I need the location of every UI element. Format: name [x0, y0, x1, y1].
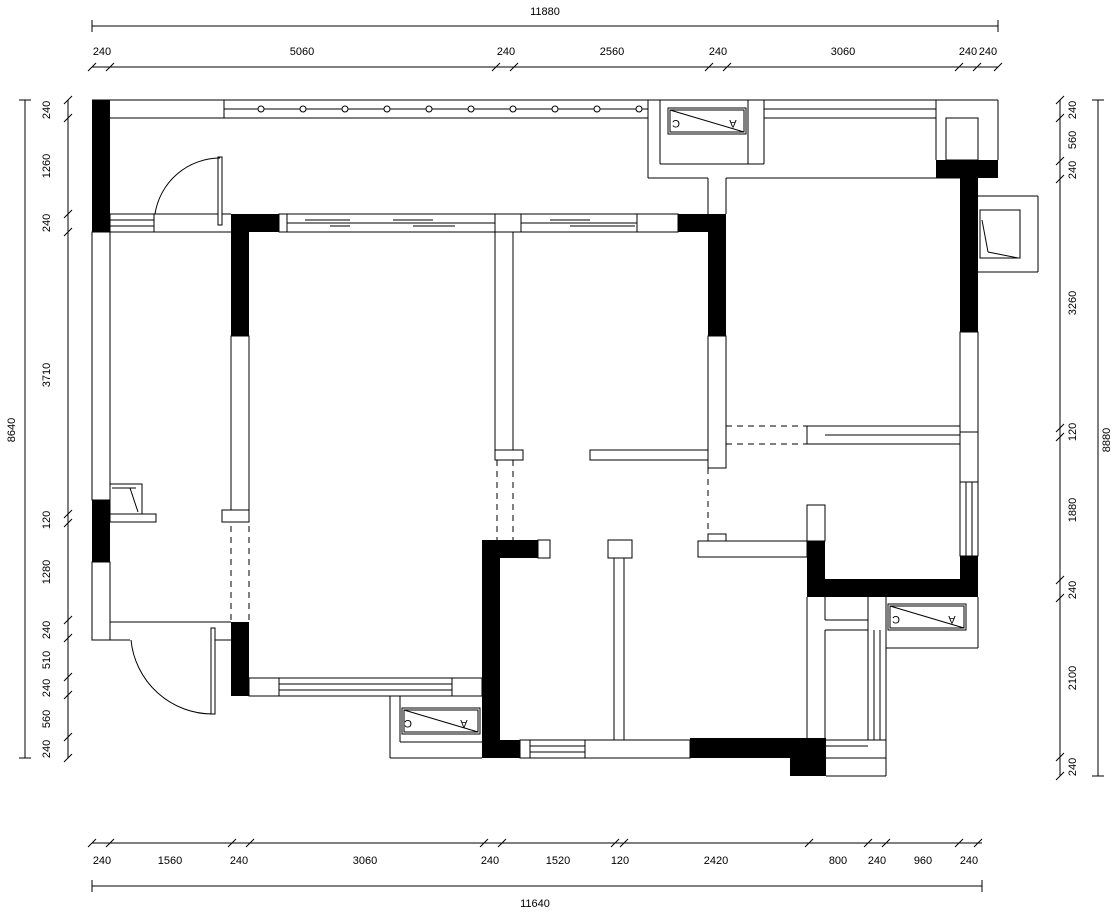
structural-walls	[92, 100, 998, 776]
bottom-dimension-lines	[87, 838, 983, 892]
left-dimension-label: 240	[41, 214, 53, 232]
left-dimension-label: 1260	[41, 154, 53, 178]
left-total-dimension: 8640	[6, 418, 18, 442]
left-dimension-lines	[19, 95, 73, 763]
top-dimension-label: 240	[709, 46, 727, 58]
ac-label-a: A	[729, 117, 737, 129]
top-dimension-label: 240	[979, 46, 997, 58]
right-dimension-label: 3260	[1067, 291, 1079, 315]
right-dimension-label: 240	[1067, 581, 1079, 599]
left-dimension-label: 240	[41, 621, 53, 639]
openings-dashed	[230, 425, 807, 622]
left-dimension-label: 240	[41, 679, 53, 697]
top-dimension-label: 2560	[600, 46, 624, 58]
bottom-dimension-label: 240	[960, 855, 978, 867]
right-dimension-label: 120	[1067, 423, 1079, 441]
left-dimension-label: 560	[41, 710, 53, 728]
left-dimension-label: 240	[41, 101, 53, 119]
bottom-dimension-label: 1560	[158, 855, 182, 867]
top-total-dimension: 11880	[530, 6, 560, 18]
left-dimension-label: 1280	[41, 560, 53, 584]
partition-walls	[91, 195, 1039, 777]
right-dimension-label: 240	[1067, 101, 1079, 119]
top-dimension-label: 240	[959, 46, 977, 58]
ac-unit-top	[667, 107, 747, 135]
balcony-railing-posts	[257, 105, 643, 113]
bottom-dimension-label: 240	[93, 855, 111, 867]
bottom-dimension-label: 1520	[546, 855, 570, 867]
right-dimension-label: 560	[1067, 131, 1079, 149]
ac-label-c: C	[404, 717, 412, 729]
wall-fixture	[109, 483, 157, 523]
top-dimension-label: 3060	[831, 46, 855, 58]
right-dimension-label: 1880	[1067, 498, 1079, 522]
ac-unit-bottom-right	[887, 603, 967, 631]
right-dimension-label: 2100	[1067, 666, 1079, 690]
bottom-total-dimension: 11640	[520, 898, 550, 910]
bottom-dimension-label: 240	[868, 855, 886, 867]
bottom-dimension-label: 800	[829, 855, 847, 867]
right-dimension-label: 240	[1067, 161, 1079, 179]
door-swing-top	[154, 156, 223, 226]
bottom-dimension-label: 240	[481, 855, 499, 867]
bottom-dimension-label: 240	[230, 855, 248, 867]
ac-unit-bottom-left	[401, 707, 481, 735]
top-balcony	[92, 99, 999, 214]
top-dimension-label: 5060	[290, 46, 314, 58]
bottom-dimension-label: 960	[914, 855, 932, 867]
left-dimension-label: 3710	[41, 363, 53, 387]
ac-label-a: A	[948, 613, 956, 625]
right-total-dimension: 8880	[1101, 428, 1113, 452]
bottom-dimension-label: 2420	[704, 855, 728, 867]
right-dimension-label: 240	[1067, 758, 1079, 776]
left-dimension-label: 240	[41, 740, 53, 758]
top-dimension-label: 240	[497, 46, 515, 58]
left-dimension-label: 120	[41, 511, 53, 529]
left-dimension-label: 510	[41, 651, 53, 669]
ac-label-a: A	[460, 717, 468, 729]
ac-label-c: C	[672, 117, 680, 129]
bottom-dimension-label: 120	[611, 855, 629, 867]
top-dimension-label: 240	[93, 46, 111, 58]
bottom-dimension-label: 3060	[353, 855, 377, 867]
door-swing-bottom	[130, 627, 216, 715]
top-dimension-lines	[87, 20, 1003, 72]
ac-label-c: C	[892, 613, 900, 625]
right-dimension-lines	[1055, 95, 1104, 781]
